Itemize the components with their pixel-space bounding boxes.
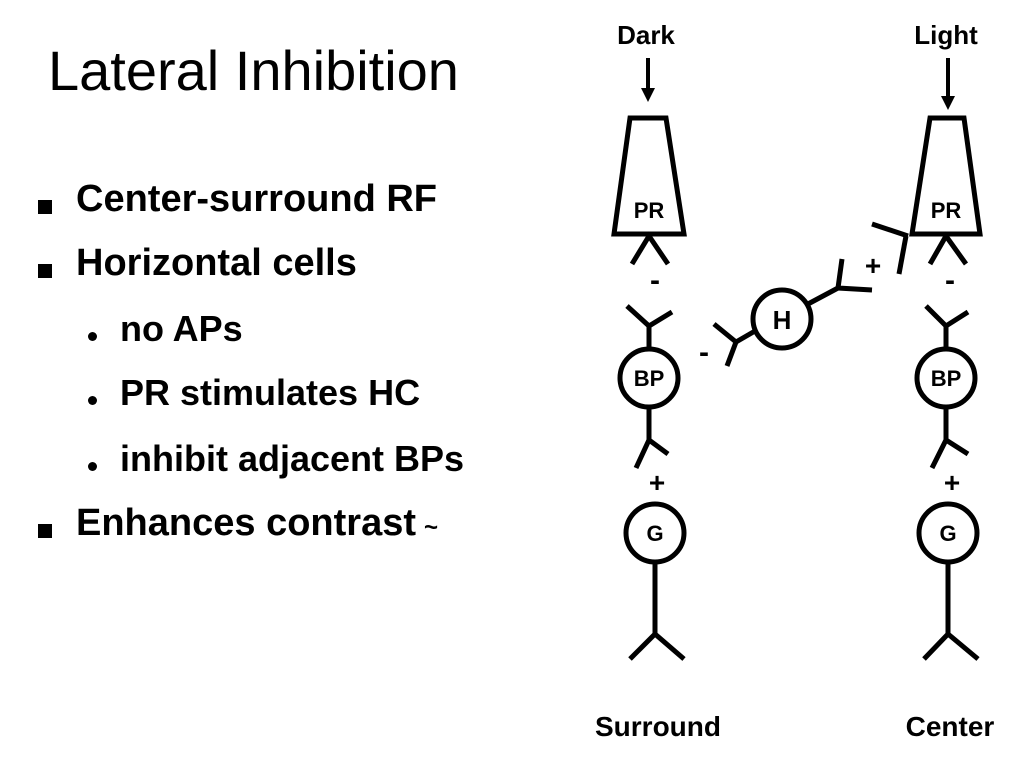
- sign-plus: +: [944, 467, 960, 498]
- bullet-text: no APs: [120, 308, 243, 349]
- g-label: G: [646, 521, 663, 546]
- right-bipolar-cell: BP: [914, 346, 978, 410]
- sign-plus: +: [865, 250, 881, 281]
- bp-label: BP: [634, 366, 665, 391]
- square-bullet-icon: [38, 524, 52, 538]
- pr-label: PR: [634, 198, 665, 223]
- dark-stimulus-label: Dark: [617, 20, 675, 50]
- square-bullet-icon: [38, 200, 52, 214]
- dot-bullet-icon: [88, 396, 97, 405]
- right-bipolar-axon: [929, 407, 970, 470]
- center-label: Center: [906, 711, 995, 742]
- tilde-mark: ~: [424, 514, 439, 541]
- bullet-text: inhibit adjacent BPs: [120, 438, 465, 479]
- light-stimulus-label: Light: [914, 20, 978, 50]
- horizontal-input-process: [806, 221, 909, 307]
- sign-plus: +: [649, 467, 665, 498]
- left-ganglion-cell: G: [623, 501, 687, 661]
- left-bipolar-cell: BP: [617, 346, 681, 410]
- g-label: G: [939, 521, 956, 546]
- right-bipolar-dendrite: [924, 304, 970, 350]
- right-photoreceptor: PR: [909, 115, 983, 266]
- slide-title: Lateral Inhibition: [48, 39, 459, 102]
- sign-minus: -: [650, 264, 660, 297]
- pr-label: PR: [931, 198, 962, 223]
- sign-minus: -: [699, 336, 709, 369]
- dot-bullet-icon: [88, 462, 97, 471]
- right-ganglion-cell: G: [916, 501, 980, 661]
- left-photoreceptor: PR: [611, 115, 687, 266]
- sign-minus: -: [945, 264, 955, 297]
- surround-label: Surround: [595, 711, 721, 742]
- light-arrow-icon: [941, 58, 955, 110]
- horizontal-output-process: [712, 322, 757, 367]
- left-bipolar-dendrite: [625, 304, 674, 350]
- left-bipolar-axon: [633, 407, 670, 470]
- dark-arrow-icon: [641, 58, 655, 102]
- square-bullet-icon: [38, 264, 52, 278]
- bullet-text: Center-surround RF: [76, 178, 437, 220]
- horizontal-cell: H: [750, 287, 814, 351]
- h-label: H: [773, 305, 792, 335]
- bullet-text: Enhances contrast~: [76, 502, 439, 544]
- bullet-text: PR stimulates HC: [120, 372, 421, 413]
- dot-bullet-icon: [88, 332, 97, 341]
- bp-label: BP: [931, 366, 962, 391]
- bullet-text: Horizontal cells: [76, 242, 357, 284]
